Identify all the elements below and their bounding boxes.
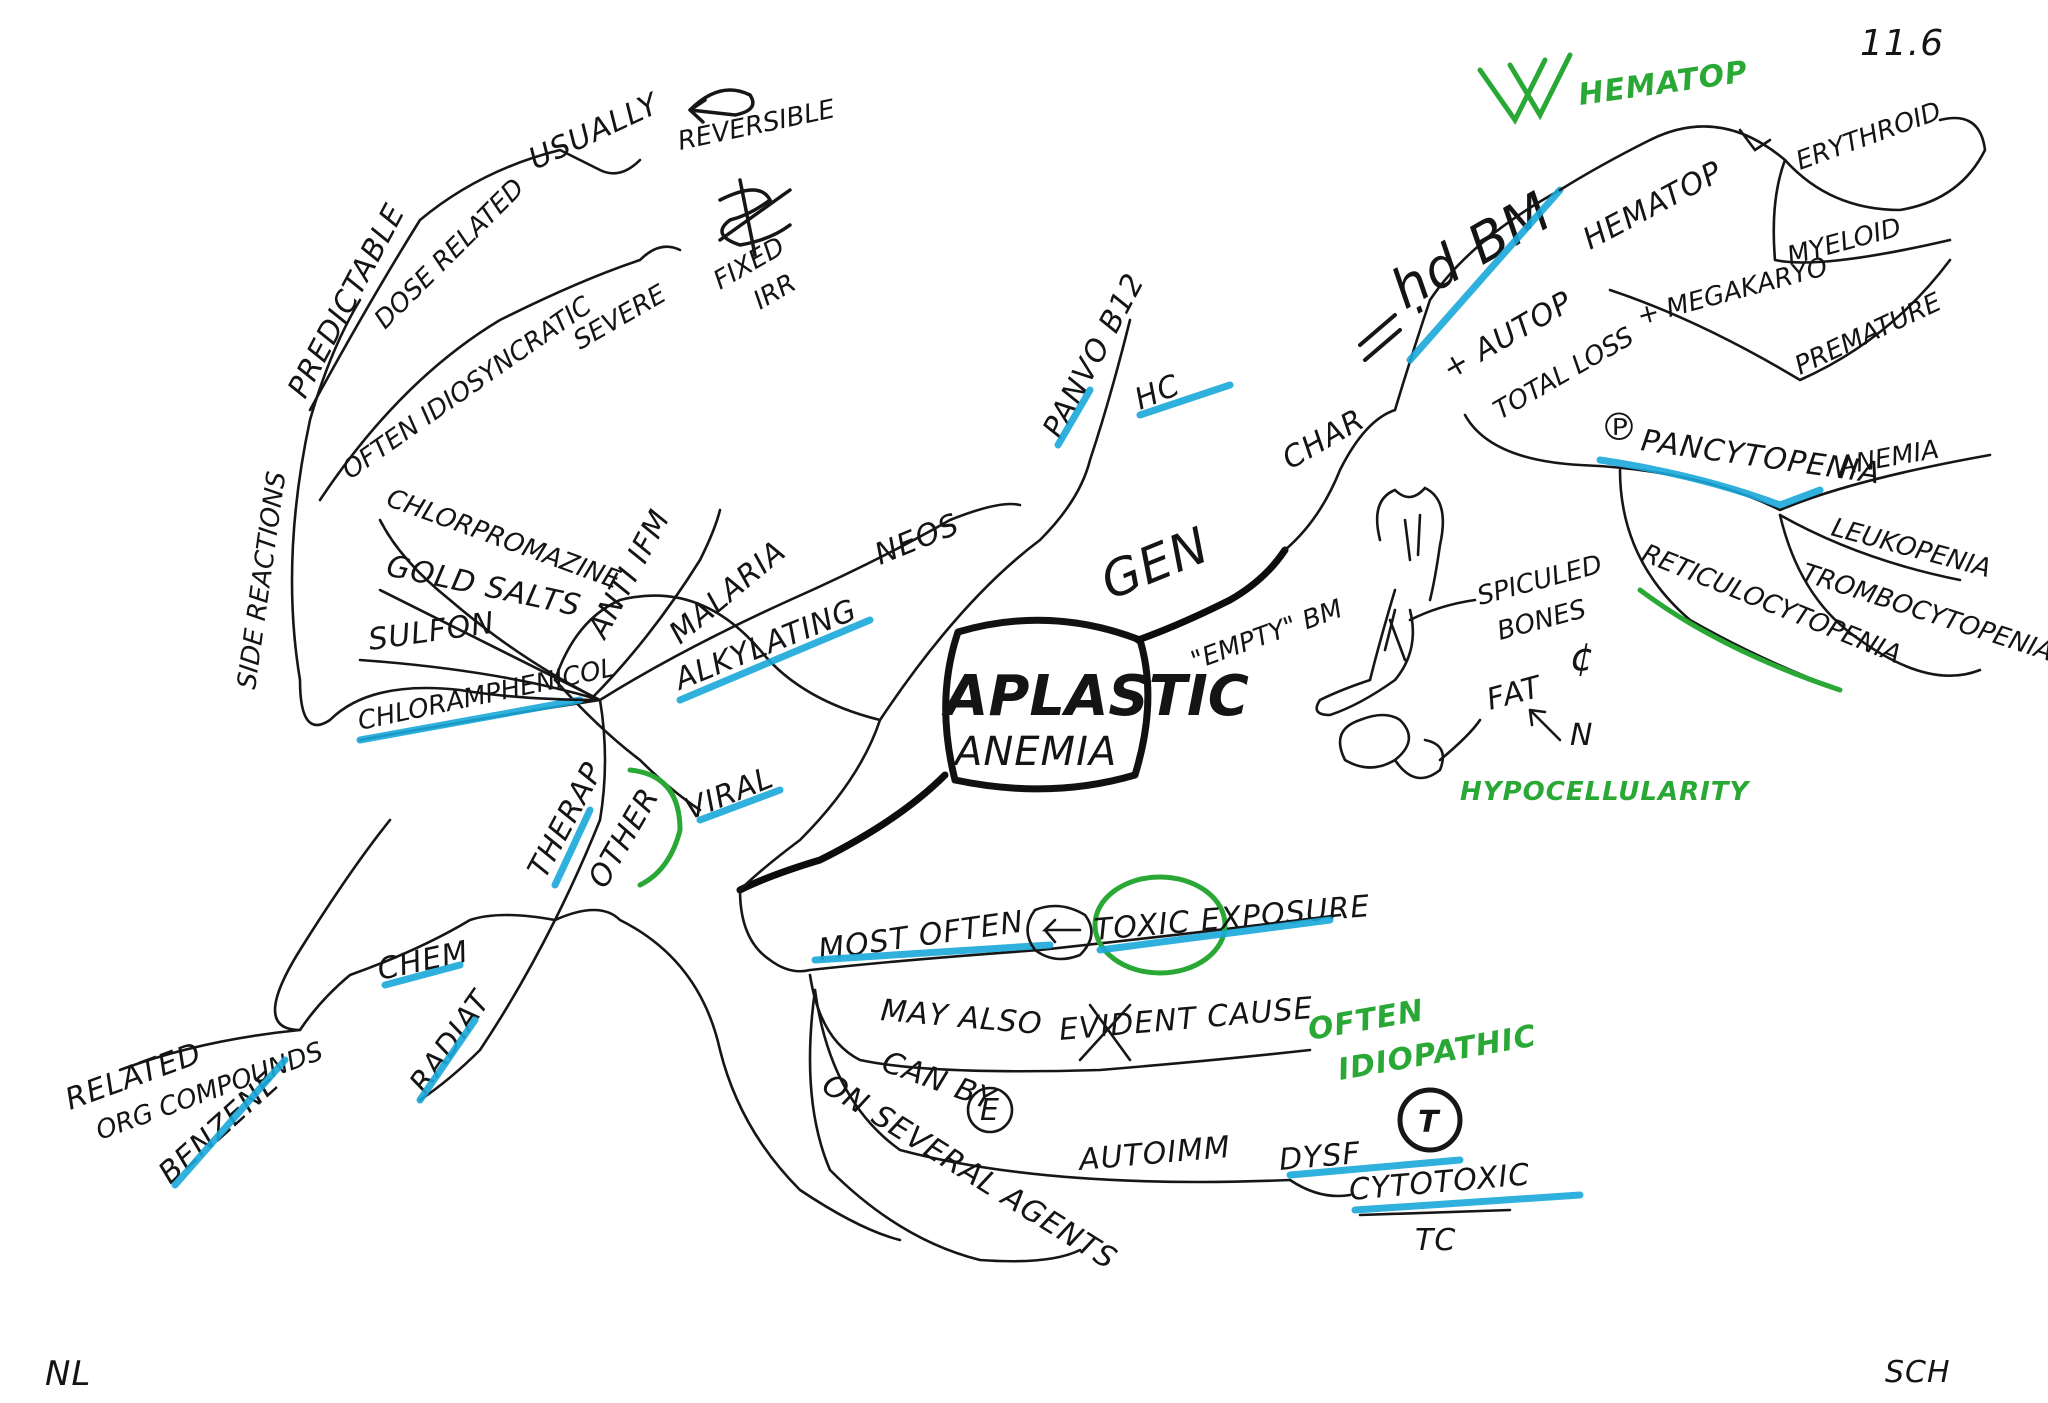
spiculed-bone-icon xyxy=(1315,588,1415,717)
gen-megakaryo: + MEGAKARYO xyxy=(1634,252,1831,332)
benzene-highlight xyxy=(171,1056,289,1189)
hc-highlight xyxy=(1136,381,1234,419)
tc-divider xyxy=(1358,1208,1512,1217)
dysf-highlight xyxy=(1286,1156,1464,1179)
gen-thrombocytopenia: TROMBOCYTOPENIA xyxy=(1798,558,2048,668)
branch-can-by xyxy=(813,988,1292,1184)
toxic-highlight xyxy=(1096,916,1334,954)
center-node-frame xyxy=(942,616,1152,793)
corner-author-right: SCH xyxy=(1885,1355,1951,1390)
t-cell-circle-icon xyxy=(1397,1087,1463,1153)
cause-tc: TC xyxy=(1415,1223,1456,1258)
gen-spiculed: SPICULED xyxy=(1474,550,1605,612)
branch-leukopenia xyxy=(1778,513,1962,582)
fat-pointer xyxy=(1438,718,1482,762)
drug-side-reactions: SIDE REACTIONS xyxy=(232,470,292,691)
gen-premature: PREMATURE xyxy=(1790,287,1946,381)
branch-predictable xyxy=(308,148,642,412)
gen-hematop: HEMATOP xyxy=(1577,154,1728,257)
branch-thrombocytopenia xyxy=(1778,513,1982,677)
cause-autoimm: AUTOIMM xyxy=(1076,1130,1233,1178)
radiation-highlight xyxy=(416,1016,479,1104)
reticulocytopenia-highlight xyxy=(1637,587,1843,693)
cause-evident: EVIDENT CAUSE xyxy=(1058,991,1315,1048)
branch-idiosyncratic xyxy=(318,245,682,502)
branch-gen-main xyxy=(1134,546,1289,644)
branch-premature xyxy=(1608,258,1952,382)
drug-usually: USUALLY xyxy=(524,86,667,177)
pancytopenia-highlight xyxy=(1596,456,1824,509)
cause-e-symbol: E xyxy=(980,1093,1000,1128)
branch-char-top xyxy=(1393,188,1562,412)
branch-related xyxy=(118,1028,302,1072)
drug-panvo-b12: PANVO B12 xyxy=(1036,268,1152,444)
drug-neos: NEOS xyxy=(870,507,965,572)
branch-gen-char xyxy=(1283,408,1397,552)
branch-left-main xyxy=(553,594,882,892)
gen-erythroid: ERYTHROID xyxy=(1792,96,1945,176)
bone-sketch-icon xyxy=(1375,486,1445,602)
fat-cell-sketch-icon xyxy=(1338,713,1445,780)
branch-myeloid xyxy=(1772,158,1952,264)
branch-hematop xyxy=(1558,116,1987,212)
other-chem: CHEM xyxy=(374,934,472,987)
gen-normal: N xyxy=(1570,718,1593,753)
gen-label: GEN xyxy=(1093,516,1217,611)
double-down-arrow-icon xyxy=(1477,52,1573,125)
panvo-highlight xyxy=(1054,386,1094,449)
other-green-bracket xyxy=(627,767,683,888)
arrow-left-circle-icon xyxy=(1026,904,1093,961)
gen-hypocellularity: HYPOCELLULARITY xyxy=(1460,777,1752,807)
cause-may-also: MAY ALSO xyxy=(879,993,1044,1042)
branch-other-main xyxy=(553,908,902,1242)
viral-highlight xyxy=(696,786,784,824)
branch-therap xyxy=(553,698,607,922)
bm-highlight xyxy=(1406,186,1564,364)
center-title: APLASTIC xyxy=(941,664,1249,729)
cytotoxic-highlight xyxy=(1351,1191,1584,1214)
branch-causes-main xyxy=(736,771,949,894)
strike-ii xyxy=(1358,313,1402,362)
toxic-green-circle xyxy=(1092,874,1228,976)
center-subtitle: ANEMIA xyxy=(952,729,1117,775)
branch-side-reactions xyxy=(290,298,602,727)
chloramphenicol-highlight xyxy=(356,696,584,744)
branch-drugs-fan xyxy=(358,518,602,742)
no-evident-strike xyxy=(1078,1003,1132,1062)
chem-highlight xyxy=(381,961,464,989)
drug-sulfon: SULFON xyxy=(366,606,497,658)
branch-radiation xyxy=(418,918,557,1102)
branch-chem xyxy=(273,818,557,1032)
branch-viral xyxy=(553,678,702,812)
pancytopenia-symbol: ℗ xyxy=(1600,405,1639,449)
branch-panvo xyxy=(878,318,1132,722)
cause-t-symbol: T xyxy=(1418,1105,1441,1140)
increase-symbol: ¢ xyxy=(1570,635,1595,679)
corner-date: 11.6 xyxy=(1860,23,1944,64)
up-arrow-icon xyxy=(1528,708,1562,742)
reduced-arrow-hematop xyxy=(1738,128,1772,152)
reversible-arrow-icon xyxy=(688,88,755,124)
alkylating-highlight xyxy=(676,616,874,704)
branch-may-also xyxy=(808,973,1312,1073)
gen-green-hematop: HEMATOP xyxy=(1576,54,1750,112)
most-often-highlight xyxy=(811,941,1054,964)
branch-causes-frame xyxy=(738,888,1342,973)
branch-alkylating xyxy=(598,502,1022,702)
spiculed-pointer xyxy=(1408,598,1477,622)
gen-char: CHAR xyxy=(1277,402,1371,477)
dollar-crossed-icon xyxy=(718,178,792,257)
branch-several xyxy=(808,988,1082,1263)
branch-cytotoxic xyxy=(1288,1178,1352,1198)
therap-highlight xyxy=(551,806,594,889)
e-circle-icon xyxy=(966,1086,1014,1134)
branch-anti-ifm xyxy=(588,508,722,702)
corner-author-left: NL xyxy=(45,1354,91,1394)
